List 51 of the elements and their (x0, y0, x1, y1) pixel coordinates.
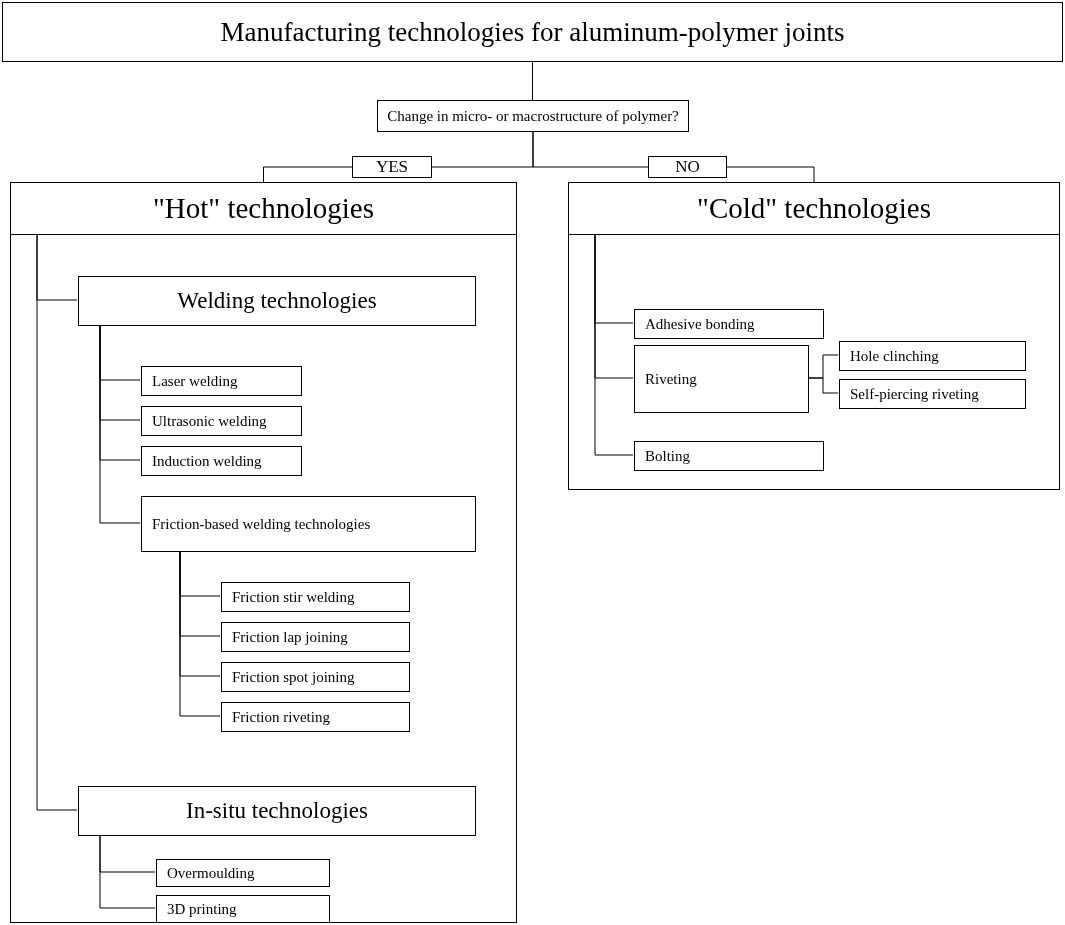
connector-line (179, 550, 221, 717)
connector-line (36, 233, 78, 811)
node-text: Hole clinching (850, 347, 939, 365)
edge-label: NO (648, 156, 727, 178)
process-box (141, 406, 302, 436)
process-box (839, 379, 1026, 409)
node-text: Friction riveting (232, 708, 330, 726)
connector-line (99, 324, 141, 524)
node-text: Welding technologies (177, 288, 377, 314)
node-text: Friction-based welding technologies (152, 515, 371, 533)
connector-line (99, 834, 156, 909)
process-box (141, 366, 302, 396)
process-box (141, 496, 476, 552)
process-box (156, 895, 330, 923)
process-box (221, 582, 410, 612)
group-box (10, 182, 517, 923)
process-box (634, 309, 824, 339)
connector-line (807, 377, 839, 394)
process-box (839, 341, 1026, 371)
node-text: Change in micro- or macrostructure of polymer? (387, 107, 679, 125)
process-box (221, 662, 410, 692)
group-box (568, 182, 1060, 490)
process-box (78, 276, 476, 326)
process-box (221, 702, 410, 732)
node-text: Induction welding (152, 452, 262, 470)
node-text: In-situ technologies (185, 798, 368, 824)
group-heading: "Cold" technologies (697, 192, 931, 225)
node-text: Self-piercing riveting (850, 385, 979, 403)
node-text: Friction lap joining (232, 628, 348, 646)
process-box (156, 859, 330, 887)
edge-label: YES (352, 156, 432, 178)
node-text: Friction stir welding (232, 588, 355, 606)
process-box (141, 446, 302, 476)
node-text: 3D printing (167, 900, 237, 918)
node-text: Adhesive bonding (645, 315, 755, 333)
question-box (377, 100, 689, 132)
node-text: Ultrasonic welding (152, 412, 267, 430)
title-box (2, 2, 1063, 62)
connector-line (594, 233, 634, 456)
node-text: Riveting (645, 370, 697, 388)
group-heading: "Hot" technologies (153, 192, 374, 225)
node-text: Laser welding (152, 372, 238, 390)
node-text: Friction spot joining (232, 668, 355, 686)
process-box (221, 622, 410, 652)
node-text: Overmoulding (167, 864, 255, 882)
node-text: Bolting (645, 447, 690, 465)
connector-line (532, 61, 533, 101)
process-box (78, 786, 476, 836)
node-text: Manufacturing technologies for aluminum-polymer joints (220, 16, 845, 48)
process-box (634, 345, 809, 413)
process-box (634, 441, 824, 471)
